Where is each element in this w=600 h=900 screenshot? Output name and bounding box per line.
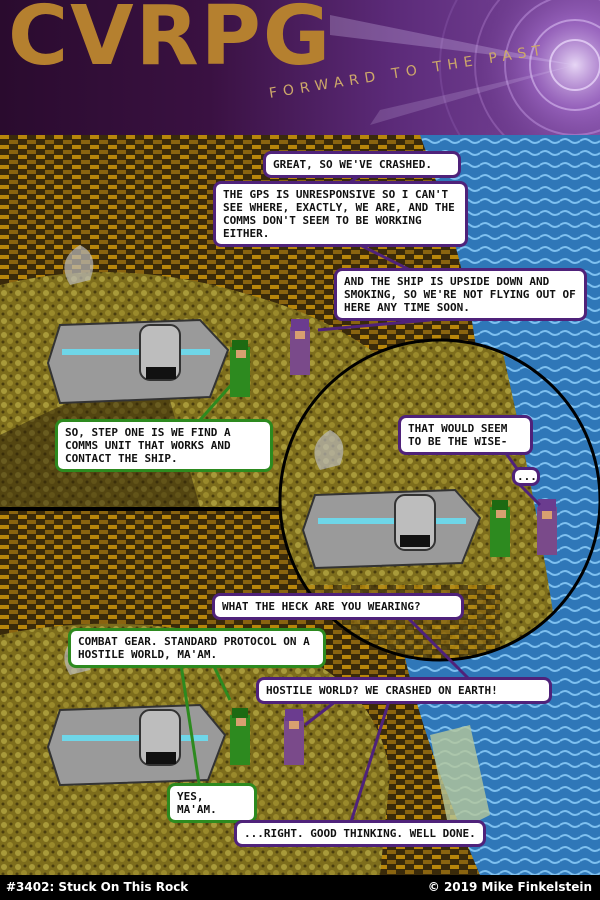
speech-bubble: And the ship is upside down and smoking,… bbox=[334, 268, 587, 321]
header-glow-art bbox=[330, 0, 600, 135]
soldier-sprite-1 bbox=[230, 340, 250, 397]
speech-bubble: So, step one is we find a comms unit tha… bbox=[55, 419, 273, 472]
speech-bubble: The GPS is unresponsive so I can't see w… bbox=[213, 181, 468, 247]
soldier-sprite-3 bbox=[230, 708, 250, 765]
site-title: CVRPG bbox=[8, 0, 333, 84]
crashed-ship-1 bbox=[46, 245, 230, 405]
crashed-ship-3 bbox=[46, 635, 227, 787]
comic-footer: #3402: Stuck On This Rock © 2019 Mike Fi… bbox=[0, 875, 600, 900]
crashed-ship-2 bbox=[301, 430, 482, 570]
comic-strip: Great, so we've crashed. The GPS is unre… bbox=[0, 135, 600, 875]
speech-bubble: Great, so we've crashed. bbox=[263, 151, 461, 178]
copyright: © 2019 Mike Finkelstein bbox=[427, 880, 592, 894]
woman-sprite-1 bbox=[290, 319, 310, 375]
speech-bubble: Yes, ma'am. bbox=[167, 783, 257, 823]
speech-bubble: ...Right. Good thinking. Well done. bbox=[234, 820, 486, 847]
episode-title: #3402: Stuck On This Rock bbox=[6, 880, 189, 894]
woman-sprite-3 bbox=[284, 709, 304, 765]
soldier-sprite-2 bbox=[490, 500, 510, 557]
woman-sprite-2 bbox=[537, 499, 557, 555]
comic-header: CVRPG FORWARD TO THE PAST bbox=[0, 0, 600, 135]
speech-bubble: Hostile world? We crashed on Earth! bbox=[256, 677, 552, 704]
speech-bubble: ... bbox=[512, 467, 540, 486]
speech-bubble: That would seem to be the wise- bbox=[398, 415, 533, 455]
speech-bubble: What the heck are you wearing? bbox=[212, 593, 464, 620]
speech-bubble: Combat gear. Standard protocol on a host… bbox=[68, 628, 326, 668]
